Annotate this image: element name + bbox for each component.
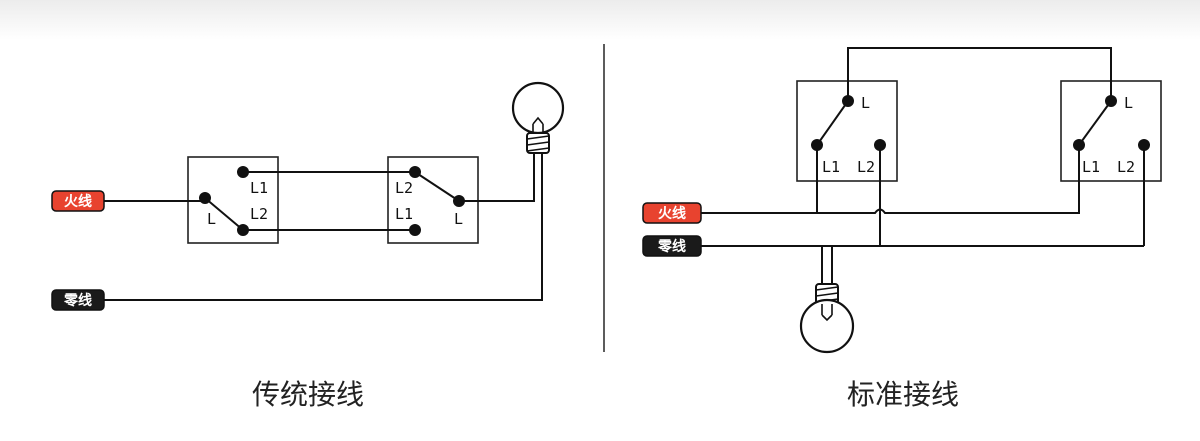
- right-live-wire: [701, 145, 1080, 214]
- right-s2-l-contact: [1105, 95, 1117, 107]
- left-live-label: 火线: [64, 193, 92, 210]
- left-caption: 传统接线: [252, 378, 364, 411]
- left-neutral-wire: [104, 152, 543, 301]
- left-s2-l1-contact: [409, 224, 421, 236]
- left-s1-label-l1: L1: [250, 179, 268, 197]
- right-s1-l1-contact: [811, 139, 823, 151]
- right-s2-l2-contact: [1138, 139, 1150, 151]
- right-switch-2-lever: [1078, 100, 1112, 146]
- left-switch-1-lever: [204, 197, 244, 231]
- left-lamp-feed-wire: [459, 152, 535, 202]
- right-caption: 标准接线: [847, 378, 959, 411]
- right-s1-label-l2: L2: [857, 158, 875, 176]
- right-s2-label-l1: L1: [1082, 158, 1100, 176]
- left-live-tag: 火线: [51, 190, 105, 212]
- left-s2-label-l1: L1: [395, 205, 413, 223]
- right-live-label: 火线: [658, 205, 686, 222]
- right-switch-1-lever: [816, 100, 849, 146]
- left-s2-label-l: L: [454, 210, 463, 228]
- right-panel: L L1 L2 L L1 L2 火线 零线 标准接线: [642, 47, 1162, 411]
- left-s1-label-l2: L2: [250, 205, 268, 223]
- right-s2-l1-contact: [1073, 139, 1085, 151]
- right-s2-label-l: L: [1124, 94, 1133, 112]
- right-s2-label-l2: L2: [1117, 158, 1135, 176]
- left-switch-2-lever: [414, 171, 460, 202]
- left-lamp-icon: [511, 81, 565, 154]
- right-s1-label-l: L: [861, 94, 870, 112]
- left-s2-l-contact: [453, 195, 465, 207]
- left-neutral-tag: 零线: [51, 289, 105, 311]
- left-s1-label-l: L: [207, 210, 216, 228]
- right-s1-l-contact: [842, 95, 854, 107]
- right-l-bridge-wire: [847, 47, 1112, 101]
- right-neutral-tag: 零线: [642, 235, 702, 257]
- top-shade: [0, 0, 1200, 40]
- left-neutral-label: 零线: [63, 292, 92, 309]
- right-s1-l2-contact: [874, 139, 886, 151]
- left-panel: L1 L2 L L2 L1 L 火线 零线 传统接线: [51, 81, 565, 411]
- right-neutral-label: 零线: [657, 238, 686, 255]
- left-s2-label-l2: L2: [395, 179, 413, 197]
- right-s1-label-l1: L1: [822, 158, 840, 176]
- right-live-tag: 火线: [642, 202, 702, 224]
- left-s1-l1-contact: [237, 166, 249, 178]
- right-lamp-icon: [799, 283, 855, 354]
- left-s1-l-contact: [199, 192, 211, 204]
- left-s1-l2-contact: [237, 224, 249, 236]
- left-s2-l2-contact: [409, 166, 421, 178]
